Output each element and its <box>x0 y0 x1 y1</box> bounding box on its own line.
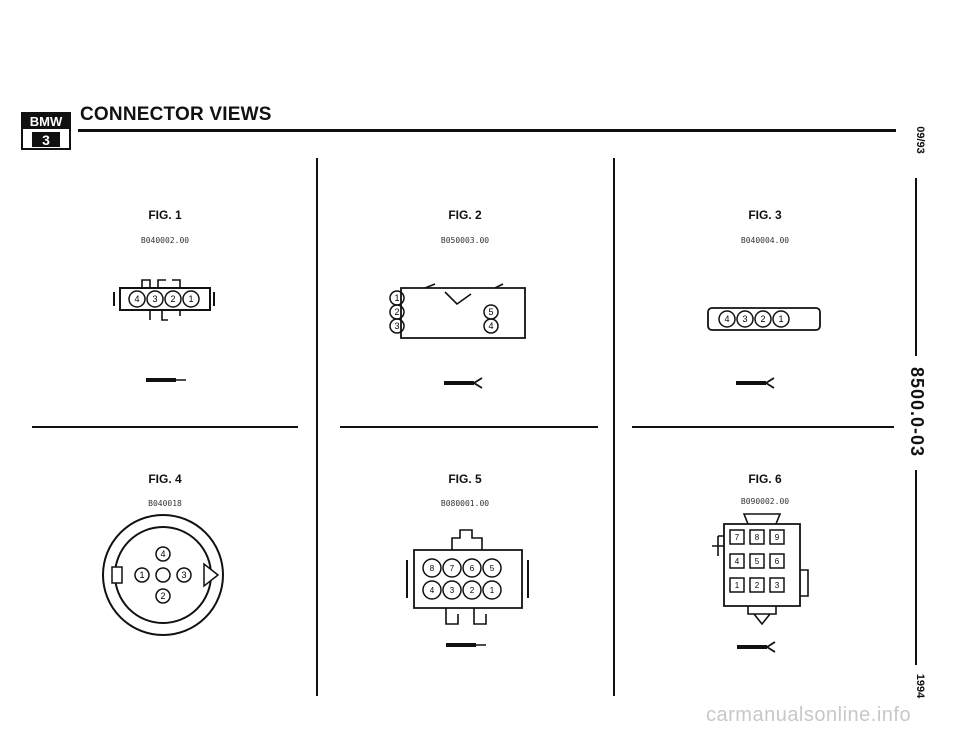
fig-5-terminal-symbol <box>446 643 486 647</box>
row-divider-2 <box>340 426 598 428</box>
fig-6-code: B090002.00 <box>740 497 790 506</box>
fig-1-terminal-symbol <box>146 378 186 382</box>
fig-1-code: B040002.00 <box>140 236 190 245</box>
side-year: 1994 <box>914 673 926 699</box>
fig-2-pin: 4 <box>488 321 493 331</box>
fig-1-pin: 3 <box>152 294 157 304</box>
title-rule <box>78 129 896 132</box>
fig-2-pin: 3 <box>394 321 399 331</box>
fig-5-pin: 1 <box>490 586 495 595</box>
fig-3-connector: 4 3 2 1 <box>707 307 821 331</box>
footer-watermark: carmanualsonline.info <box>706 704 912 726</box>
fig-6-terminal-symbol <box>737 641 776 653</box>
section-code: 8500.0-03 <box>907 366 927 458</box>
fig-3-terminal-symbol <box>736 377 775 389</box>
side-rule-2 <box>915 470 917 665</box>
fig-5-code: B080001.00 <box>440 499 490 508</box>
fig-3-code: B040004.00 <box>740 236 790 245</box>
fig-6-pin: 8 <box>755 533 760 542</box>
fig-5-pin: 8 <box>430 564 435 573</box>
fig-1-label: FIG. 1 <box>148 208 182 222</box>
fig-4-code: B040018 <box>148 499 182 508</box>
fig-6-pin: 9 <box>775 533 780 542</box>
fig-4-connector: 4 1 3 2 <box>102 514 224 636</box>
fig-2-pin: 5 <box>488 307 493 317</box>
fig-6-pin: 5 <box>755 557 760 566</box>
fig-1-pin: 4 <box>134 294 139 304</box>
fig-5-pin: 4 <box>430 586 435 595</box>
bmw-3-series-logo: BMW 3 <box>21 112 71 150</box>
fig-3-pin: 1 <box>778 314 783 324</box>
logo-brand: BMW <box>30 114 63 129</box>
fig-6-pin: 1 <box>735 581 740 590</box>
fig-2-code: B050003.00 <box>440 236 490 245</box>
fig-2-label: FIG. 2 <box>448 208 482 222</box>
fig-2-pin: 1 <box>394 293 399 303</box>
column-divider-2 <box>613 158 615 696</box>
side-rule-1 <box>915 178 917 356</box>
row-divider-1 <box>32 426 298 428</box>
fig-2-terminal-symbol <box>444 377 483 389</box>
side-date: 09/93 <box>914 126 926 154</box>
fig-6-pin: 4 <box>735 557 740 566</box>
fig-6-pin: 2 <box>755 581 760 590</box>
column-divider-1 <box>316 158 318 696</box>
page-title: CONNECTOR VIEWS <box>80 104 272 125</box>
fig-6-pin: 6 <box>775 557 780 566</box>
fig-6-label: FIG. 6 <box>748 472 782 486</box>
fig-3-pin: 3 <box>742 314 747 324</box>
fig-5-pin: 7 <box>450 564 455 573</box>
fig-5-pin: 3 <box>450 586 455 595</box>
logo-series: 3 <box>42 132 50 148</box>
fig-4-label: FIG. 4 <box>148 472 182 486</box>
fig-5-pin: 6 <box>470 564 475 573</box>
fig-1-pin: 2 <box>170 294 175 304</box>
fig-6-pin: 7 <box>735 533 740 542</box>
fig-6-connector: 7 8 9 4 5 6 1 2 3 <box>712 513 809 626</box>
fig-3-pin: 4 <box>724 314 729 324</box>
fig-4-pin: 4 <box>160 549 165 559</box>
fig-5-pin: 5 <box>490 564 495 573</box>
fig-3-pin: 2 <box>760 314 765 324</box>
fig-1-connector: 4 3 2 1 <box>113 279 215 321</box>
fig-2-pin: 2 <box>394 307 399 317</box>
fig-4-pin: 1 <box>139 570 144 580</box>
fig-5-label: FIG. 5 <box>448 472 482 486</box>
fig-6-pin: 3 <box>775 581 780 590</box>
fig-4-pin: 3 <box>181 570 186 580</box>
row-divider-3 <box>632 426 894 428</box>
fig-5-connector: 8 7 6 5 4 3 2 1 <box>406 529 529 625</box>
fig-2-connector: 1 2 3 5 4 <box>389 283 526 339</box>
fig-4-pin: 2 <box>160 591 165 601</box>
fig-5-pin: 2 <box>470 586 475 595</box>
fig-1-pin: 1 <box>188 294 193 304</box>
fig-3-label: FIG. 3 <box>748 208 782 222</box>
